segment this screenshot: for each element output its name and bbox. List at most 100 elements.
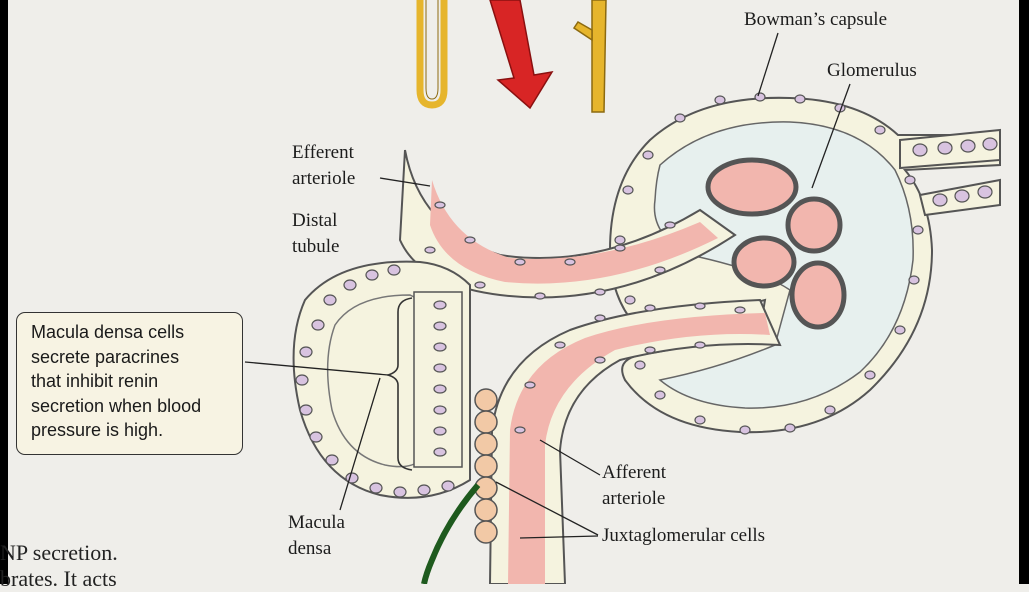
page-text-line1: NP secretion. [0, 540, 118, 566]
cell-nucleus [370, 483, 382, 493]
cell-nucleus [785, 424, 795, 432]
cell-nucleus [434, 343, 446, 351]
cell-nucleus [475, 282, 485, 288]
cell-nucleus [312, 320, 324, 330]
top-icons [420, 0, 606, 112]
cell-nucleus [875, 126, 885, 134]
cell-nucleus [933, 194, 947, 206]
cell-nucleus [655, 267, 665, 273]
cell-nucleus [366, 270, 378, 280]
cell-nucleus [740, 426, 750, 434]
callout-line: secretion when blood [31, 394, 242, 419]
leader-bowmans [758, 33, 778, 96]
macula-label-line2: densa [288, 536, 345, 562]
cell-nucleus [755, 93, 765, 101]
efferent-label-line2: arteriole [292, 166, 355, 192]
cell-nucleus [913, 226, 923, 234]
cell-nucleus [425, 247, 435, 253]
afferent-label-line1: Afferent [602, 460, 666, 486]
efferent-label-line1: Efferent [292, 140, 355, 166]
cell-nucleus [515, 259, 525, 265]
efferent-arteriole-label: Efferent arteriole [292, 140, 355, 192]
cell-nucleus [645, 305, 655, 311]
juxtaglomerular-cell [475, 433, 497, 455]
cell-nucleus [515, 427, 525, 433]
cell-nucleus [675, 114, 685, 122]
juxtaglomerular-cell [475, 389, 497, 411]
cell-nucleus [715, 96, 725, 104]
cell-nucleus [643, 151, 653, 159]
cell-nucleus [665, 222, 675, 228]
distal-tubule [294, 262, 470, 498]
cell-nucleus [695, 303, 705, 309]
cell-nucleus [895, 326, 905, 334]
cell-nucleus [434, 448, 446, 456]
cell-nucleus [645, 347, 655, 353]
capillary-loop [734, 238, 794, 286]
yellow-vessel [592, 0, 606, 112]
cell-nucleus [615, 236, 625, 244]
macula-densa-cells [414, 292, 462, 467]
cell-nucleus [623, 186, 633, 194]
cell-nucleus [388, 265, 400, 275]
yellow-nerve-loop-inner [426, 0, 438, 99]
capillary-loop [708, 160, 796, 214]
cell-nucleus [465, 237, 475, 243]
cell-nucleus [695, 416, 705, 424]
cell-nucleus [909, 276, 919, 284]
bowmans-capsule-label: Bowman’s capsule [744, 7, 887, 33]
callout-line: secrete paracrines [31, 345, 242, 370]
left-frame-edge [0, 0, 8, 584]
cell-nucleus [434, 406, 446, 414]
cell-nucleus [394, 487, 406, 497]
cell-nucleus [905, 176, 915, 184]
cell-nucleus [535, 293, 545, 299]
cell-nucleus [695, 342, 705, 348]
right-frame-edge [1019, 0, 1029, 584]
juxtaglomerular-cell [475, 455, 497, 477]
cell-nucleus [434, 385, 446, 393]
cell-nucleus [300, 347, 312, 357]
callout-line: Macula densa cells [31, 320, 242, 345]
cell-nucleus [326, 455, 338, 465]
distal-tubule-label: Distal tubule [292, 208, 340, 260]
cell-nucleus [615, 245, 625, 251]
cell-nucleus [442, 481, 454, 491]
cell-nucleus [555, 342, 565, 348]
cell-nucleus [625, 296, 635, 304]
cell-nucleus [938, 142, 952, 154]
cell-nucleus [346, 473, 358, 483]
cell-nucleus [595, 315, 605, 321]
juxtaglomerular-cell [475, 411, 497, 433]
capillary-loop [788, 199, 840, 251]
cell-nucleus [955, 190, 969, 202]
page-text-line2: brates. It acts [0, 566, 117, 592]
macula-densa-label: Macula densa [288, 510, 345, 562]
yellow-nerve-loop [420, 0, 444, 105]
cell-nucleus [310, 432, 322, 442]
cell-nucleus [635, 361, 645, 369]
cell-nucleus [961, 140, 975, 152]
cell-nucleus [434, 301, 446, 309]
cell-nucleus [434, 322, 446, 330]
cell-nucleus [795, 95, 805, 103]
callout-line: pressure is high. [31, 418, 242, 443]
afferent-arteriole-label: Afferent arteriole [602, 460, 666, 512]
juxtaglomerular-cell [475, 499, 497, 521]
afferent-label-line2: arteriole [602, 486, 666, 512]
juxtaglomerular-cells-label: Juxtaglomerular cells [602, 523, 765, 549]
callout-line: that inhibit renin [31, 369, 242, 394]
juxtaglomerular-cell [475, 521, 497, 543]
cell-nucleus [434, 364, 446, 372]
cell-nucleus [434, 427, 446, 435]
cell-nucleus [435, 202, 445, 208]
cell-nucleus [865, 371, 875, 379]
cell-nucleus [595, 357, 605, 363]
cell-nucleus [983, 138, 997, 150]
green-nerve [424, 485, 478, 584]
cell-nucleus [913, 144, 927, 156]
yellow-vessel-branch [574, 22, 592, 40]
cell-nucleus [825, 406, 835, 414]
cell-nucleus [655, 391, 665, 399]
distal-label-line2: tubule [292, 234, 340, 260]
